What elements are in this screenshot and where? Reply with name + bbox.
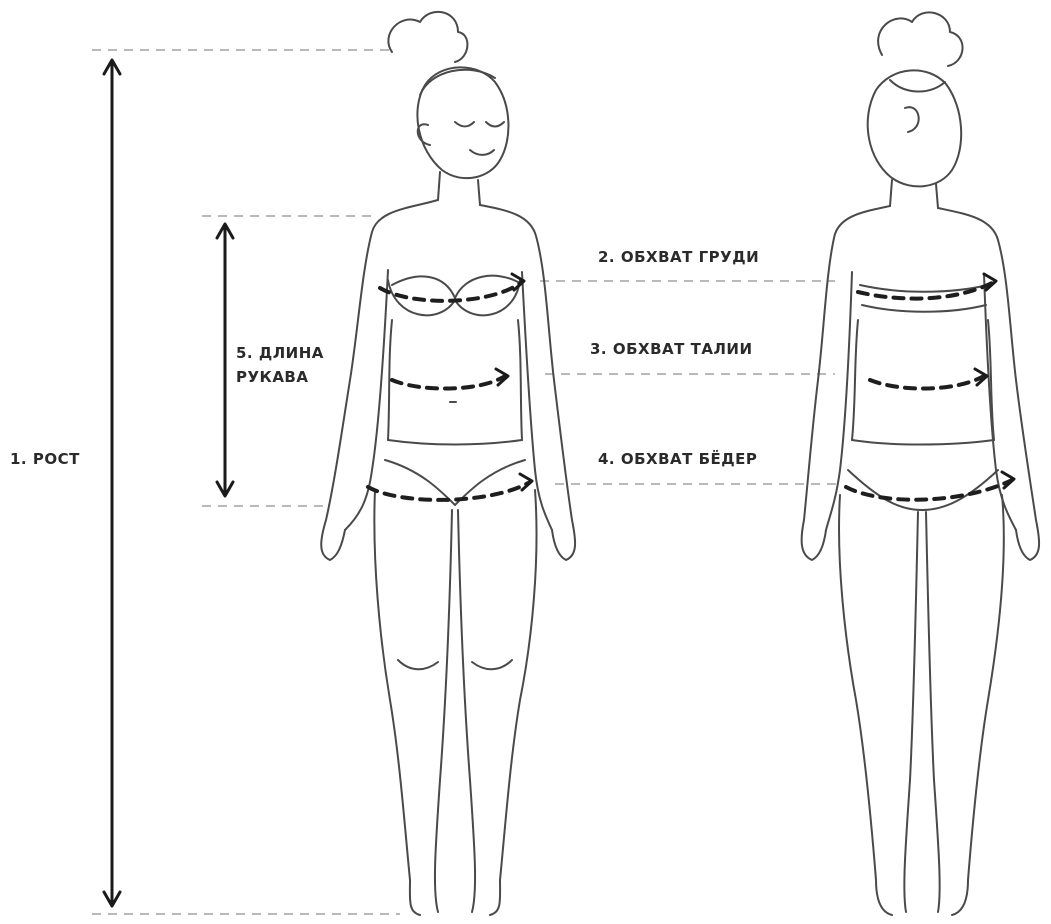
- waist-back-measure-line: [870, 376, 984, 389]
- hair-bun-icon: [878, 12, 962, 66]
- height-label: 1. РОСТ: [10, 450, 80, 468]
- hips-label: 4. ОБХВАТ БЁДЕР: [598, 449, 757, 468]
- chest-label: 2. ОБХВАТ ГРУДИ: [598, 248, 759, 266]
- sleeve-label-line2: РУКАВА: [236, 368, 308, 386]
- hips-measure-line: [368, 482, 530, 500]
- front-figure: [321, 12, 575, 915]
- waist-measure-line: [392, 376, 505, 389]
- waist-label: 3. ОБХВАТ ТАЛИИ: [590, 340, 753, 358]
- guide-lines: [92, 50, 840, 914]
- sleeve-length-arrow: [217, 224, 233, 496]
- hair-bun-icon: [388, 12, 467, 62]
- chest-back-measure-line: [858, 282, 994, 299]
- back-figure: [802, 12, 1039, 915]
- head-icon: [417, 67, 508, 178]
- height-arrow: [104, 60, 120, 906]
- sleeve-label-line1: 5. ДЛИНА: [236, 344, 324, 362]
